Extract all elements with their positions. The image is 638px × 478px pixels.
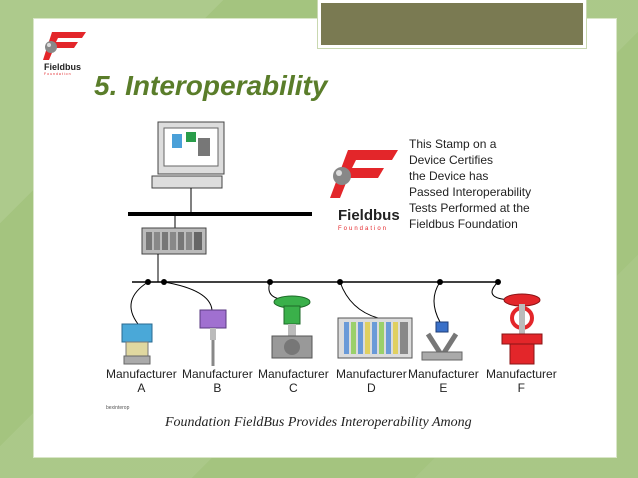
decorative-header-box: [317, 0, 587, 49]
control-valve-green-icon: [271, 295, 313, 359]
stamp-line: Passed Interoperability: [409, 185, 532, 199]
slide-canvas: [33, 18, 617, 458]
logo-sub-text: Foundation: [44, 72, 72, 76]
temperature-transmitter-icon: [199, 309, 227, 366]
fieldbus-stamp-logo-icon: Fieldbus Foundation: [330, 150, 400, 232]
stamp-description: This Stamp on a Device Certifies the Dev…: [409, 136, 531, 232]
fieldbus-logo-icon: Fieldbus Foundation: [43, 32, 86, 76]
controller-rack-icon: [337, 317, 413, 359]
page-title: 5. Interoperability: [94, 70, 328, 101]
computer-icon: [151, 121, 225, 212]
linking-device-icon: [141, 227, 207, 255]
stamp-line: the Device has: [409, 169, 489, 183]
stamp-brand-text: Fieldbus: [338, 207, 400, 224]
stamp-line: This Stamp on a: [409, 137, 497, 151]
logo-brand-text: Fieldbus: [44, 62, 81, 72]
pressure-transmitter-icon: [121, 323, 153, 365]
stamp-line: Tests Performed at the: [409, 201, 530, 215]
stamp-sub-text: Foundation: [338, 226, 388, 232]
small-file-label: bexinterop: [106, 405, 130, 411]
stamp-line: Device Certifies: [409, 153, 494, 167]
diagram-caption: Foundation FieldBus Provides Interoperab…: [165, 415, 472, 430]
control-valve-red-icon: [501, 293, 543, 365]
stamp-line: Fieldbus Foundation: [409, 217, 518, 231]
flow-meter-icon: [421, 321, 463, 361]
